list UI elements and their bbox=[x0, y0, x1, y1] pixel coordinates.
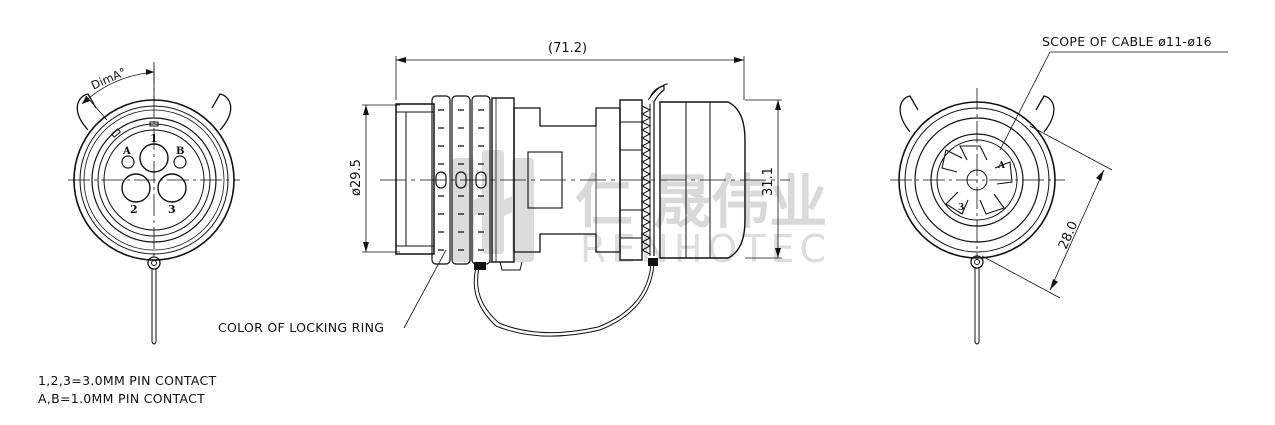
front-left-ear bbox=[76, 93, 97, 131]
side-locking-ring bbox=[431, 95, 491, 265]
front-key-mark bbox=[149, 121, 159, 127]
side-dust-cap-strap bbox=[649, 85, 665, 256]
side-view bbox=[362, 56, 790, 337]
side-front-body bbox=[395, 103, 435, 255]
side-height-label: 31.1 bbox=[761, 167, 776, 196]
rear-seal-petals bbox=[941, 145, 1013, 215]
rear-lanyard-eye bbox=[970, 255, 984, 269]
rear-marker-3: 3 bbox=[958, 203, 964, 213]
rear-width-label: 28.0 bbox=[1056, 219, 1081, 252]
rear-view bbox=[890, 51, 1228, 345]
cable-scope-leader bbox=[999, 51, 1051, 151]
side-length-label: (71.2) bbox=[548, 41, 587, 56]
rear-width-dim-line bbox=[1049, 169, 1105, 291]
pin-label-3: 3 bbox=[168, 203, 176, 216]
front-view bbox=[68, 62, 240, 345]
locking-ring-note: COLOR OF LOCKING RING bbox=[218, 320, 384, 335]
front-lanyard-eye bbox=[147, 256, 161, 270]
pin-b bbox=[173, 155, 187, 169]
side-nut bbox=[619, 99, 643, 261]
watermark-cn-text: 仁 晟伟业 bbox=[575, 168, 827, 236]
rear-marker-a: A bbox=[997, 161, 1006, 171]
side-lanyard-loop bbox=[473, 263, 655, 337]
pin-label-a: A bbox=[122, 146, 131, 157]
rear-left-ear bbox=[899, 95, 919, 133]
front-angle-arc bbox=[81, 71, 155, 105]
front-right-ear bbox=[211, 93, 232, 131]
cable-scope-note: SCOPE OF CABLE ø11-ø16 bbox=[1042, 34, 1212, 49]
pin-2 bbox=[121, 173, 151, 203]
rear-right-ear bbox=[1035, 95, 1055, 133]
side-labels: (71.2) ø29.5 31.1 COLOR OF LOCKING RING bbox=[218, 41, 776, 335]
watermark: 仁 晟伟业 RENHOTEC bbox=[452, 150, 831, 271]
pin-1 bbox=[139, 143, 169, 173]
locking-ring-leader bbox=[403, 249, 447, 329]
pin-3 bbox=[157, 173, 187, 203]
pin-label-2: 2 bbox=[130, 203, 138, 216]
note-pin-contact-small: A,B=1.0MM PIN CONTACT bbox=[38, 391, 206, 406]
rear-labels: SCOPE OF CABLE ø11-ø16 28.0 A 3 bbox=[958, 34, 1212, 252]
rear-outer-ring bbox=[898, 101, 1056, 259]
side-diameter-label: ø29.5 bbox=[349, 159, 364, 196]
pin-a bbox=[121, 155, 135, 169]
note-pin-contact-large: 1,2,3=3.0MM PIN CONTACT bbox=[38, 373, 217, 388]
watermark-logo-icon bbox=[452, 150, 534, 262]
front-angle-label: DimA° bbox=[89, 65, 128, 93]
pin-label-b: B bbox=[176, 146, 184, 157]
front-labels: DimA° 1 2 3 A B bbox=[89, 65, 185, 216]
side-cable-gland bbox=[659, 101, 746, 259]
watermark-en-text: RENHOTEC bbox=[580, 227, 831, 271]
pin-label-1: 1 bbox=[150, 132, 158, 145]
